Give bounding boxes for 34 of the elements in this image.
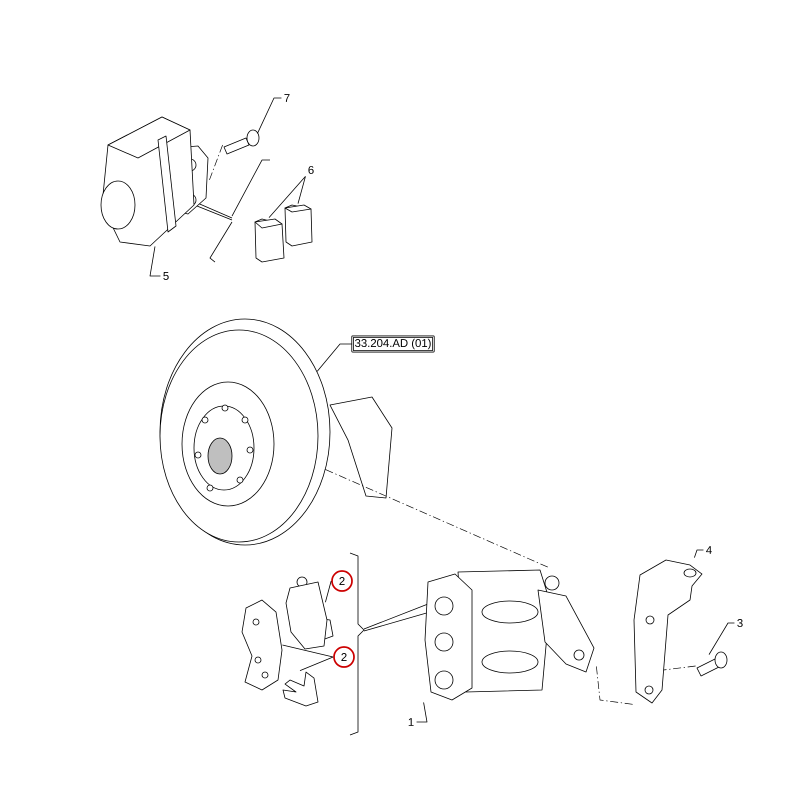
brake-pad-drawing xyxy=(284,204,312,246)
leader-line xyxy=(416,702,428,722)
leader-line xyxy=(268,176,306,218)
callout-number: 7 xyxy=(282,92,292,104)
leader-line xyxy=(325,580,332,603)
callout-number: 1 xyxy=(406,716,416,728)
backing-plate-drawing xyxy=(242,600,282,690)
leader-line xyxy=(298,176,306,204)
bracket-drawing xyxy=(634,560,702,704)
leader-line xyxy=(694,550,704,558)
leader-line xyxy=(708,622,735,655)
brake-pad-drawing xyxy=(254,218,284,262)
callout-number: 5 xyxy=(160,270,172,282)
caliper-drawing xyxy=(100,116,208,246)
leader-line xyxy=(282,644,334,658)
callout-number: 3 xyxy=(734,617,746,630)
spring-clip-drawing xyxy=(282,672,318,706)
leader-line xyxy=(257,98,282,134)
bolt-drawing xyxy=(696,652,728,676)
callout-number: 2 xyxy=(331,570,353,592)
leader-line xyxy=(300,656,334,671)
callout-number: 4 xyxy=(704,544,714,556)
callout-number: 6 xyxy=(306,164,316,176)
leader-line xyxy=(316,344,353,372)
leader-line xyxy=(150,246,161,276)
centre-line xyxy=(663,666,696,670)
centre-line xyxy=(596,666,634,705)
caliper-drawing xyxy=(424,570,594,700)
brake-pad-drawing xyxy=(286,576,334,650)
reference-label: 33.204.AD (01) xyxy=(351,336,435,352)
callout-number: 2 xyxy=(333,646,355,668)
centre-line xyxy=(325,469,550,568)
centre-line xyxy=(209,144,223,180)
bolt-drawing xyxy=(224,130,260,154)
